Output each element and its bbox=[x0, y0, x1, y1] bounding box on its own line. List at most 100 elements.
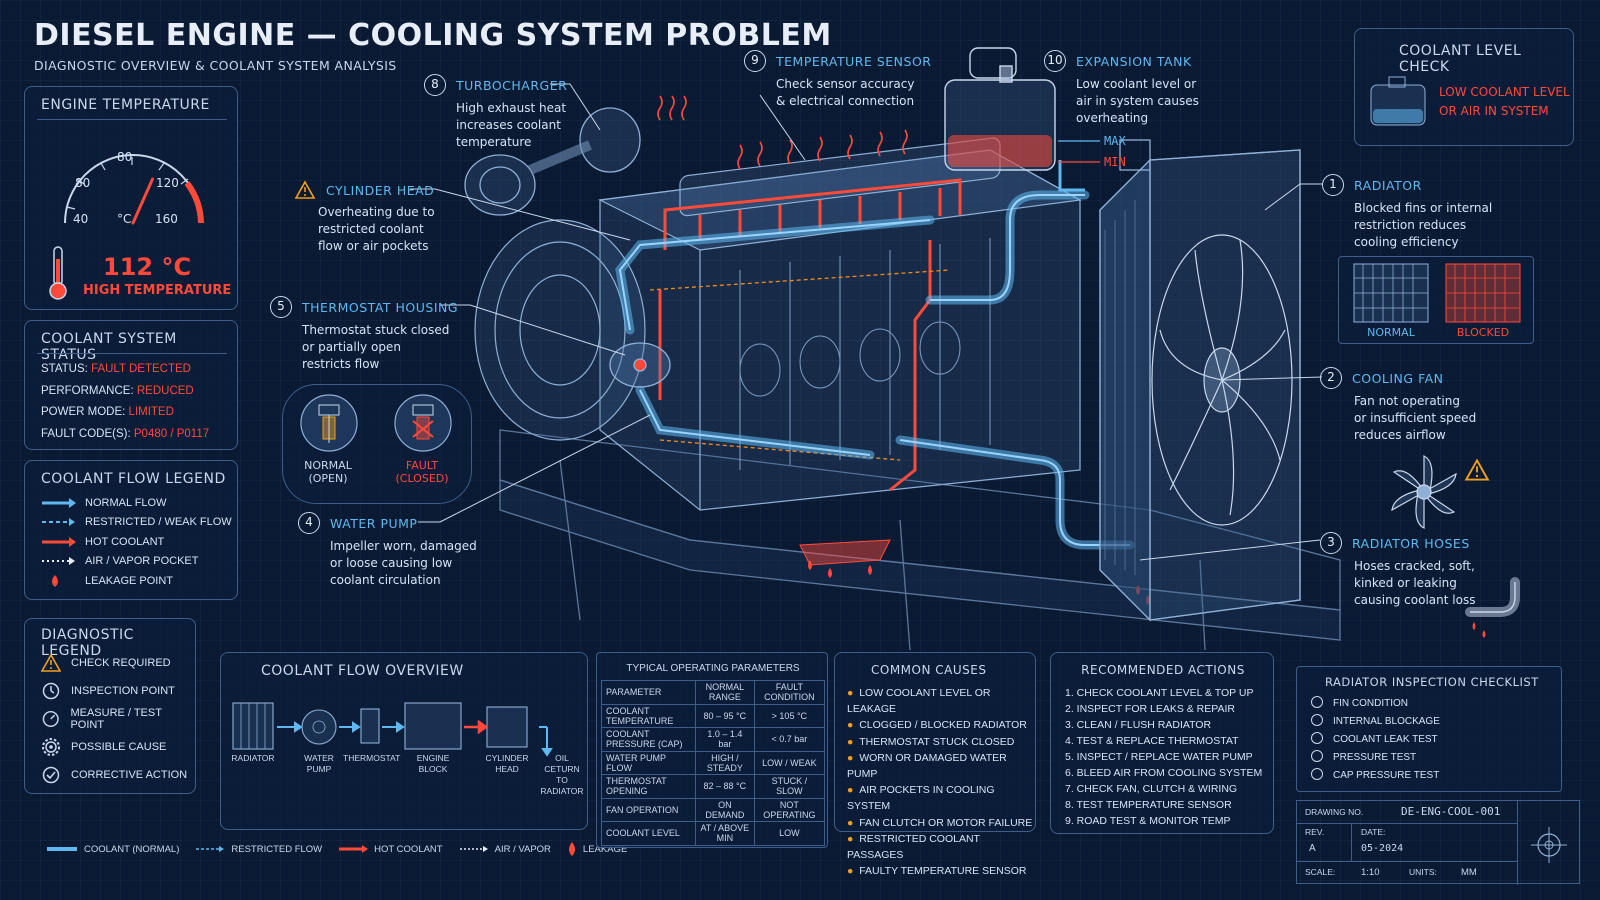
gauge-tick-80-left: 80 bbox=[75, 176, 90, 190]
panel-title: RECOMMENDED ACTIONS bbox=[1081, 663, 1245, 677]
units-label: UNITS: bbox=[1409, 867, 1437, 877]
gauge-unit: °C bbox=[117, 212, 131, 226]
coolant-flow-overview-panel: COOLANT FLOW OVERVIEW RADIATOR WATER PUM… bbox=[220, 652, 588, 830]
radiator-normal-label: NORMAL bbox=[1367, 326, 1415, 339]
inspection-icon bbox=[42, 682, 60, 700]
gauge-tick-120: 120 bbox=[156, 176, 179, 190]
checklist-item-leak[interactable]: COOLANT LEAK TEST bbox=[1311, 731, 1440, 749]
fault-codes-row: FAULT CODE(S): P0480 / P0117 bbox=[41, 427, 210, 440]
table-title: TYPICAL OPERATING PARAMETERS bbox=[626, 663, 800, 674]
diagnostic-legend-panel: DIAGNOSTIC LEGEND CHECK REQUIRED INSPECT… bbox=[24, 618, 196, 794]
restricted-flow-line-icon bbox=[196, 846, 225, 852]
checklist-item-fin[interactable]: FIN CONDITION bbox=[1311, 695, 1440, 713]
coolant-flow-legend-panel: COOLANT FLOW LEGEND NORMAL FLOW RESTRICT… bbox=[24, 460, 238, 600]
thermostat-fault-icon bbox=[394, 394, 452, 452]
thermostat-icon bbox=[360, 708, 380, 744]
actions-list: 1. CHECK COOLANT LEVEL & TOP UP 2. INSPE… bbox=[1065, 685, 1262, 829]
restricted-flow-arrow-icon bbox=[42, 518, 75, 527]
list-item: 6. BLEED AIR FROM COOLING SYSTEM bbox=[1065, 767, 1263, 779]
list-item: ● THERMOSTAT STUCK CLOSED bbox=[847, 735, 1015, 748]
tank-min-label: MIN bbox=[1104, 155, 1126, 169]
date-value: 05-2024 bbox=[1361, 843, 1404, 854]
callout-number: 4 bbox=[298, 512, 320, 534]
page-title: DIESEL ENGINE — COOLING SYSTEM PROBLEM bbox=[34, 18, 832, 53]
callout-title: RADIATOR HOSES bbox=[1352, 535, 1470, 551]
temperature-status: HIGH TEMPERATURE bbox=[83, 283, 232, 298]
warning-triangle-icon bbox=[41, 653, 61, 672]
legend-restricted-flow: RESTRICTED / WEAK FLOW bbox=[41, 513, 232, 533]
list-item: 4. TEST & REPLACE THERMOSTAT bbox=[1065, 735, 1239, 747]
panel-title: RADIATOR INSPECTION CHECKLIST bbox=[1325, 675, 1539, 689]
callout-title: COOLING FAN bbox=[1352, 370, 1444, 386]
legend-inspection-point: INSPECTION POINT bbox=[41, 677, 195, 705]
legend-check-required: CHECK REQUIRED bbox=[41, 649, 195, 677]
drawing-no-label: DRAWING NO. bbox=[1305, 807, 1364, 817]
gauge-tick-80-top: 80 bbox=[117, 150, 132, 164]
rev-label: REV. bbox=[1305, 827, 1325, 837]
rev-value: A bbox=[1309, 843, 1316, 854]
checklist-item-cap[interactable]: CAP PRESSURE TEST bbox=[1311, 767, 1440, 785]
radiator-icon bbox=[232, 702, 274, 750]
thermostat-normal-label: NORMAL(OPEN) bbox=[304, 459, 352, 485]
checklist-item-pressure[interactable]: PRESSURE TEST bbox=[1311, 749, 1440, 767]
recommended-actions-panel: RECOMMENDED ACTIONS 1. CHECK COOLANT LEV… bbox=[1050, 652, 1274, 834]
panel-title: COMMON CAUSES bbox=[871, 663, 987, 677]
callout-number: 1 bbox=[1322, 174, 1344, 196]
gauge-icon bbox=[1311, 750, 1323, 762]
list-item: 8. TEST TEMPERATURE SENSOR bbox=[1065, 799, 1232, 811]
bottom-legend: COOLANT (NORMAL) RESTRICTED FLOW HOT COO… bbox=[46, 842, 627, 856]
legend-possible-cause: POSSIBLE CAUSE bbox=[41, 733, 195, 761]
gauge-needle bbox=[131, 177, 154, 225]
callout-description: Check sensor accuracy& electrical connec… bbox=[776, 77, 915, 108]
warning-triangle-icon bbox=[294, 180, 316, 199]
radiator-normal-icon bbox=[1353, 263, 1429, 323]
table-row: COOLANT PRESSURE (CAP)1.0 – 1.4 bar< 0.7… bbox=[601, 727, 826, 752]
gauge-tick-40: 40 bbox=[73, 212, 88, 226]
normal-flow-arrow-icon bbox=[42, 497, 76, 508]
flow-step-cylinder-head: CYLINDER HEAD bbox=[485, 753, 529, 774]
thermostat-comparison: NORMAL(OPEN) FAULT(CLOSED) bbox=[282, 384, 472, 504]
checklist-item-blockage[interactable]: INTERNAL BLOCKAGE bbox=[1311, 713, 1440, 731]
inspection-icon bbox=[1311, 732, 1323, 744]
callout-title: THERMOSTAT HOUSING bbox=[302, 299, 459, 315]
panel-title: COOLANT LEVEL CHECK bbox=[1399, 43, 1522, 75]
callout-number: 9 bbox=[744, 50, 766, 72]
check-circle-icon bbox=[42, 766, 60, 784]
performance-row: PERFORMANCE: REDUCED bbox=[41, 384, 194, 397]
gauge-icon bbox=[42, 710, 59, 728]
legend-leakage-point: LEAKAGE POINT bbox=[41, 571, 232, 591]
callout-number: 3 bbox=[1320, 532, 1342, 554]
panel-title: ENGINE TEMPERATURE bbox=[41, 97, 210, 113]
list-item: ● FAULTY TEMPERATURE SENSOR bbox=[847, 865, 1027, 878]
callout-title: EXPANSION TANK bbox=[1076, 53, 1192, 69]
hose-leak-icon bbox=[1465, 577, 1520, 638]
units-value: MM bbox=[1461, 867, 1477, 878]
causes-list: ● LOW COOLANT LEVEL OR LEAKAGE ● CLOGGED… bbox=[847, 685, 1035, 879]
cylinder-head-icon bbox=[486, 706, 528, 748]
leak-drop-icon bbox=[568, 842, 575, 856]
warning-triangle-icon bbox=[1464, 458, 1490, 481]
flow-diagram bbox=[232, 702, 553, 757]
list-item: ● CLOGGED / BLOCKED RADIATOR bbox=[847, 719, 1027, 732]
